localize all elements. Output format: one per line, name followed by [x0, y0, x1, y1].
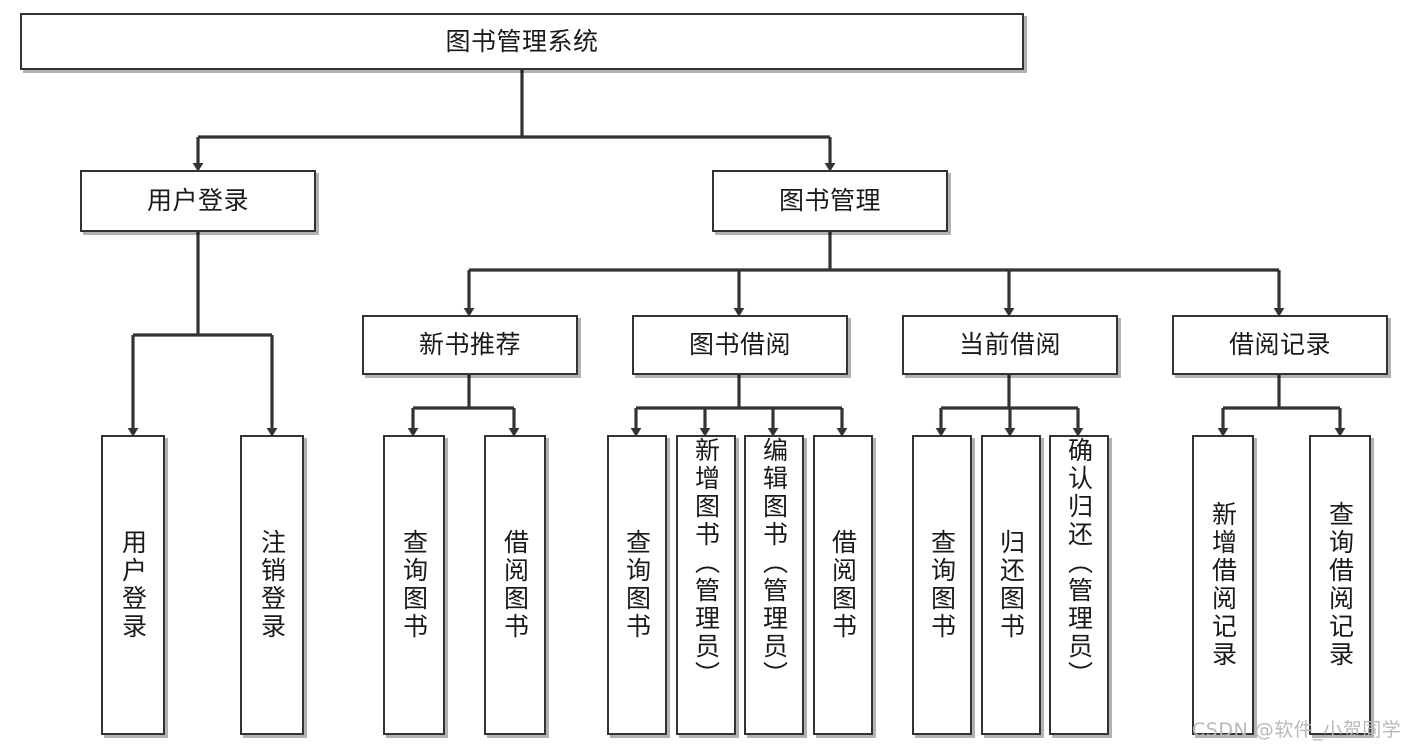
node-leaf-edit-book[interactable]: 编辑图书（管理员）	[744, 435, 804, 735]
node-leaf-confirm-return-label: 确认归还（管理员）	[1064, 437, 1094, 689]
node-leaf-add-book[interactable]: 新增图书（管理员）	[676, 435, 736, 735]
node-leaf-query-record-label: 查询借阅记录	[1325, 501, 1355, 669]
node-book-manage[interactable]: 图书管理	[712, 170, 948, 232]
node-root-label: 图书管理系统	[445, 26, 599, 56]
node-leaf-borrow-book-2[interactable]: 借阅图书	[813, 435, 873, 735]
node-new-book-recommend[interactable]: 新书推荐	[362, 315, 578, 375]
node-book-manage-label: 图书管理	[778, 186, 881, 216]
node-borrow-record-label: 借阅记录	[1228, 330, 1331, 360]
node-leaf-borrow-book-1-label: 借阅图书	[500, 529, 530, 641]
node-leaf-add-book-label: 新增图书（管理员）	[691, 437, 721, 689]
node-leaf-return-book-label: 归还图书	[996, 529, 1026, 641]
node-leaf-query-record[interactable]: 查询借阅记录	[1309, 435, 1371, 735]
watermark: CSDN @软件_小贺同学	[1192, 719, 1402, 741]
node-current-borrow-label: 当前借阅	[958, 330, 1061, 360]
node-leaf-add-record-label: 新增借阅记录	[1208, 501, 1238, 669]
node-leaf-add-record[interactable]: 新增借阅记录	[1192, 435, 1254, 735]
node-leaf-query-book-2-label: 查询图书	[622, 529, 652, 641]
node-leaf-borrow-book-1[interactable]: 借阅图书	[484, 435, 546, 735]
node-leaf-query-book-3-label: 查询图书	[927, 529, 957, 641]
node-current-borrow[interactable]: 当前借阅	[902, 315, 1118, 375]
node-leaf-confirm-return[interactable]: 确认归还（管理员）	[1049, 435, 1109, 735]
node-book-borrow[interactable]: 图书借阅	[632, 315, 848, 375]
node-leaf-edit-book-label: 编辑图书（管理员）	[759, 437, 789, 689]
node-leaf-user-login-label: 用户登录	[118, 529, 148, 641]
node-leaf-user-login[interactable]: 用户登录	[101, 435, 165, 735]
node-user-login[interactable]: 用户登录	[80, 170, 316, 232]
node-book-borrow-label: 图书借阅	[688, 330, 791, 360]
node-new-book-recommend-label: 新书推荐	[418, 330, 521, 360]
node-borrow-record[interactable]: 借阅记录	[1172, 315, 1388, 375]
node-root[interactable]: 图书管理系统	[20, 13, 1024, 70]
node-leaf-logout-login[interactable]: 注销登录	[240, 435, 304, 735]
node-leaf-query-book-3[interactable]: 查询图书	[912, 435, 972, 735]
node-leaf-logout-login-label: 注销登录	[257, 529, 287, 641]
node-user-login-label: 用户登录	[146, 186, 249, 216]
node-leaf-query-book-1-label: 查询图书	[399, 529, 429, 641]
node-leaf-return-book[interactable]: 归还图书	[981, 435, 1041, 735]
node-leaf-borrow-book-2-label: 借阅图书	[828, 529, 858, 641]
node-leaf-query-book-1[interactable]: 查询图书	[383, 435, 445, 735]
node-leaf-query-book-2[interactable]: 查询图书	[607, 435, 667, 735]
